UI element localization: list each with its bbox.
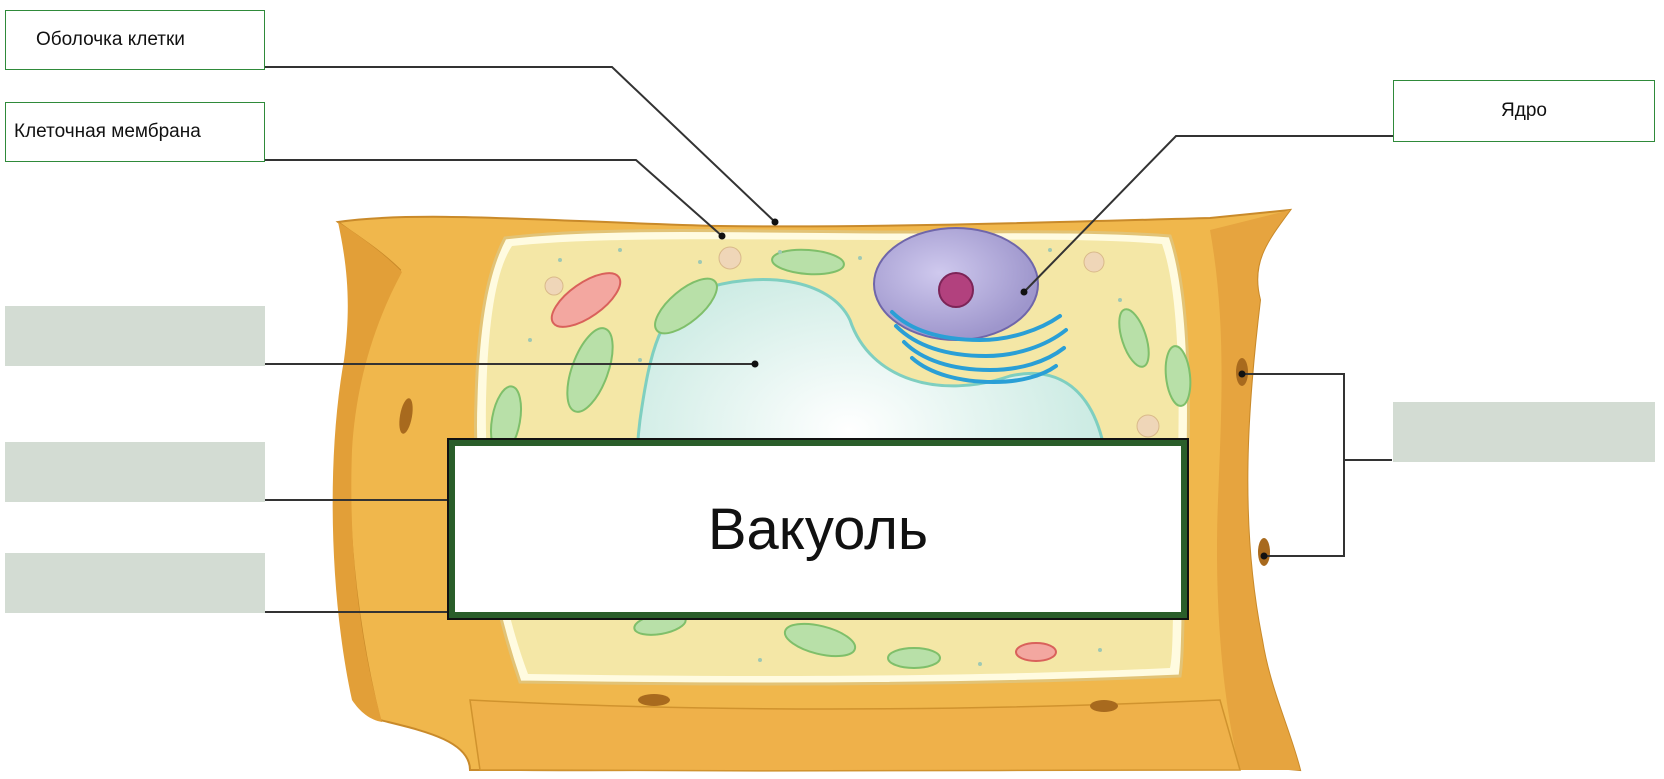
leader-cell-wall xyxy=(265,67,775,222)
label-cell-membrane-text: Клеточная мембрана xyxy=(14,121,201,143)
label-cell-wall-text: Оболочка клетки xyxy=(36,29,185,51)
cell-wall-bottom-face xyxy=(470,700,1240,771)
label-nucleus-text: Ядро xyxy=(1501,100,1547,122)
blank-label-4[interactable] xyxy=(1393,402,1655,462)
blank-label-2[interactable] xyxy=(5,442,265,502)
label-nucleus: Ядро xyxy=(1393,80,1655,142)
leader-blank-4 xyxy=(1242,374,1344,556)
blank-label-3[interactable] xyxy=(5,553,265,613)
label-cell-wall: Оболочка клетки xyxy=(5,10,265,70)
label-cell-membrane: Клеточная мембрана xyxy=(5,102,265,162)
answer-box[interactable]: Вакуоль xyxy=(449,440,1187,618)
answer-box-text: Вакуоль xyxy=(708,496,928,563)
blank-label-1[interactable] xyxy=(5,306,265,366)
nucleolus-shape xyxy=(939,273,973,307)
